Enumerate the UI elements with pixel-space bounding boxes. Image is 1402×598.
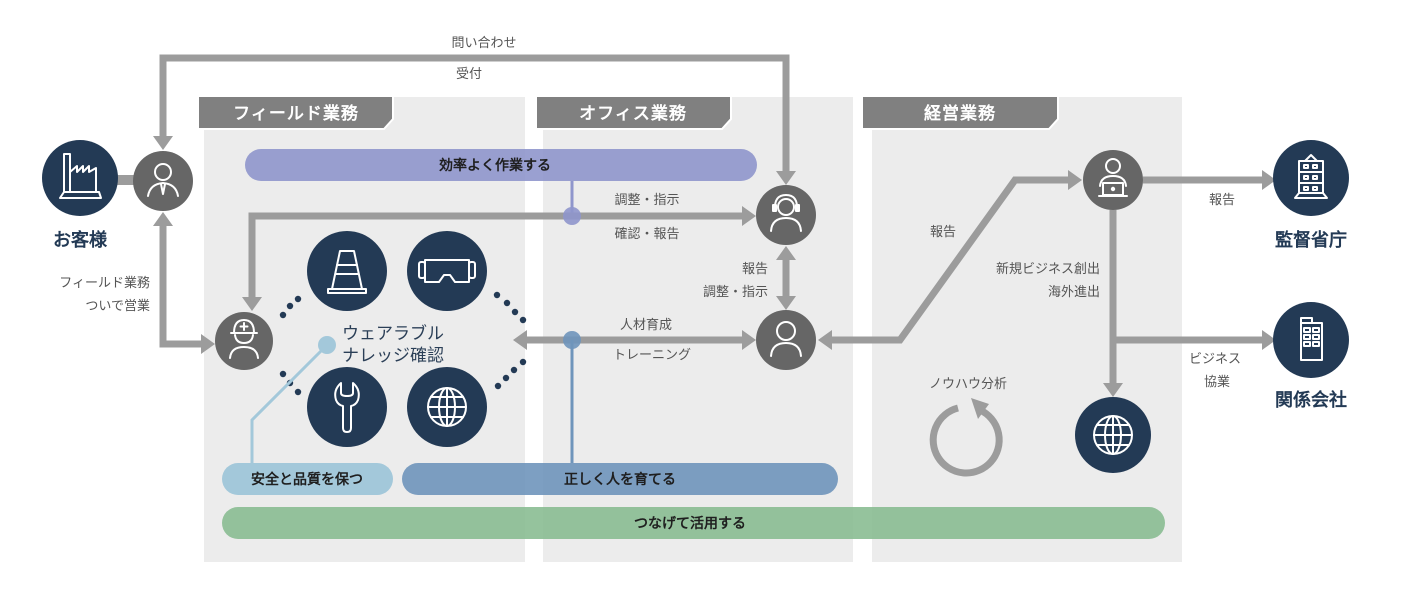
arrowhead-up-to-contact [153,212,173,226]
manager-node [1083,150,1143,210]
government-building-icon [1294,154,1328,199]
person-laptop-icon [1098,158,1128,197]
training-label: トレーニング [613,348,691,363]
regulator-label: 監督省庁 [1275,229,1347,251]
goal-label-train: 正しく人を育てる [564,471,676,488]
wearable-goggles-node [407,231,487,311]
field-section-title: フィールド業務 [233,103,359,124]
overseas-label: 海外進出 [1048,285,1100,300]
globe-icon [1093,415,1133,455]
management-report-flow-line [832,176,1068,344]
field-sales-label-1: フィールド業務 [59,275,150,291]
office-staff-node [756,310,816,370]
traffic-cone-icon [327,250,367,294]
regulator-node [1273,140,1349,216]
collaboration-label: 協業 [1204,374,1230,390]
adjust-instruct-label: 調整・指示 [614,193,679,208]
right-dotted-arc [493,291,527,390]
person-tie-icon [147,163,179,197]
safety-connector [250,343,329,463]
wearable-globe-node [407,367,487,447]
goal-bar-efficiency [245,149,757,181]
report-to-regulator-label: 報告 [1209,193,1235,208]
customer-node [42,140,118,216]
office-building-icon [1300,317,1323,361]
report-to-management-label: 報告 [930,225,956,240]
wearable-wrench-node [307,367,387,447]
customer-contact-node [133,151,193,211]
adjust-down-label: 調整・指示 [703,285,768,300]
arrowhead-up-to-operator [776,246,796,260]
goggles-icon [418,259,476,283]
management-section-title: 経営業務 [924,103,996,124]
management-global-node [1075,397,1151,473]
knowhow-analysis-label: ノウハウ分析 [929,377,1007,392]
refresh-cycle-icon [929,398,1003,477]
goal-bar-train [402,463,838,495]
arrowhead-down-to-staff [776,296,796,310]
efficiency-connector-dot [563,207,581,225]
goal-bar-connect [222,507,1165,539]
person-icon [770,321,802,357]
office-section-tab: オフィス業務 [535,95,732,130]
wrench-icon [334,382,360,433]
goal-label-connect: つなげて活用する [634,515,746,532]
hardhat-worker-icon [229,319,259,359]
field-worker-node [215,312,273,370]
arrowhead-to-affiliate [1262,330,1276,350]
customer-label: お客様 [53,229,108,251]
wearable-knowledge-label-line1: ウェアラブル [342,323,444,344]
customer-contact-connector [116,175,136,185]
arrowhead-to-worker [201,334,215,354]
arrowhead-left-to-staff [818,330,832,350]
arrowhead-right-to-operator [742,206,756,226]
wearable-cone-node [307,231,387,311]
reception-label: 受付 [456,67,482,82]
management-section-tab: 経営業務 [861,95,1059,130]
office-operator-node [756,185,816,245]
affiliate-label: 関係会社 [1275,389,1347,411]
headset-person-icon [770,194,802,232]
business-label: ビジネス [1189,352,1241,367]
arrowhead-down-to-worker [242,297,262,311]
arrowhead-right-to-manager [1068,170,1082,190]
arrowhead-to-global [1103,383,1123,397]
safety-connector-dot [318,336,336,354]
field-section-tab: フィールド業務 [197,95,394,130]
inquiry-label: 問い合わせ [451,36,516,51]
goal-label-efficiency: 効率よく作業する [439,157,551,174]
office-section-title: オフィス業務 [579,103,687,124]
inquiry-flow-line [159,54,790,172]
field-sales-flow-line [159,225,202,348]
arrowhead-to-regulator [1262,170,1276,190]
train-connector-dot [563,331,581,349]
wearable-knowledge-label-line2: ナレッジ確認 [342,346,444,366]
globe-icon [427,387,467,427]
report-up-label: 報告 [742,262,768,277]
hr-development-label: 人材育成 [620,317,672,333]
arrowhead-right-to-staff [742,330,756,350]
affiliate-node [1273,302,1349,378]
arrowhead-left-to-wearables [513,330,527,350]
factory-icon [59,153,102,199]
confirm-report-label: 確認・報告 [614,226,679,242]
field-sales-label-2: ついで営業 [85,298,150,314]
arrowhead-to-operator [776,171,796,185]
goal-bar-safety [222,463,393,495]
new-business-label: 新規ビジネス創出 [996,261,1100,277]
goal-label-safety: 安全と品質を保つ [251,471,363,488]
arrowhead-to-contact [153,136,173,150]
